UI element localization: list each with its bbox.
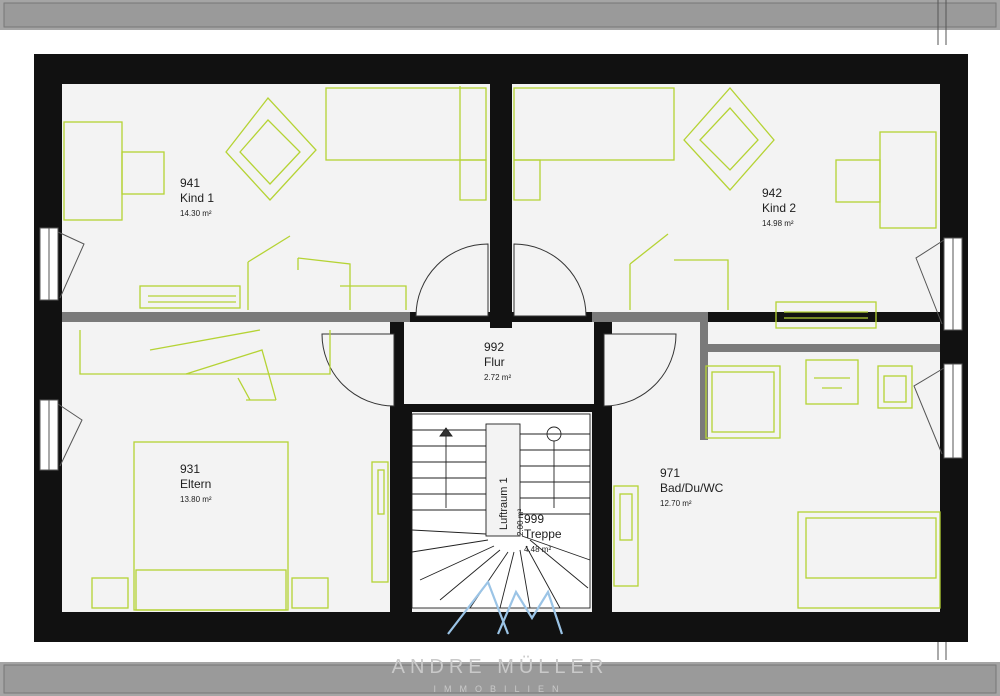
room-number: 992	[484, 340, 505, 354]
room-label-flur: 992 Flur 2.72 m²	[484, 340, 511, 383]
room-area: 2.72 m²	[484, 373, 512, 382]
room-area: 14.30 m²	[180, 209, 212, 218]
room-name: Eltern	[180, 477, 212, 491]
windows	[39, 227, 963, 471]
room-number: 999	[524, 512, 545, 526]
brand-name: ANDRE MÜLLER	[391, 656, 609, 678]
room-number: 942	[762, 186, 783, 200]
room-name: Kind 2	[762, 201, 797, 215]
room-label-eltern: 931 Eltern 13.80 m²	[180, 462, 212, 505]
doors	[321, 243, 677, 407]
stair-void	[485, 423, 521, 537]
stair-void-area: 2.00 m²	[516, 508, 525, 536]
room-number: 941	[180, 176, 201, 190]
room-name: Kind 1	[180, 191, 215, 205]
staircase	[411, 413, 591, 609]
room-number: 931	[180, 462, 201, 476]
room-area: 12.70 m²	[660, 499, 692, 508]
room-label-kind1: 941 Kind 1 14.30 m²	[180, 176, 214, 219]
furniture	[63, 86, 941, 611]
roof-strip-top	[0, 0, 1000, 45]
room-area: 13.80 m²	[180, 495, 212, 504]
stair-void-label: Luftraum 1	[498, 477, 510, 530]
room-name: Bad/Du/WC	[660, 481, 724, 495]
room-label-bad: 971 Bad/Du/WC 12.70 m²	[660, 466, 723, 509]
room-area: 14.98 m²	[762, 219, 794, 228]
brand-subtitle: IMMOBILIEN	[433, 684, 567, 694]
room-label-treppe: 999 Treppe 4.48 m²	[524, 512, 562, 555]
brand-logo	[447, 579, 564, 635]
room-name: Treppe	[524, 527, 562, 541]
roof-strip-bottom	[0, 640, 1000, 696]
room-name: Flur	[484, 355, 505, 369]
room-area: 4.48 m²	[524, 545, 552, 554]
room-label-kind2: 942 Kind 2 14.98 m²	[762, 186, 796, 229]
room-number: 971	[660, 466, 681, 480]
